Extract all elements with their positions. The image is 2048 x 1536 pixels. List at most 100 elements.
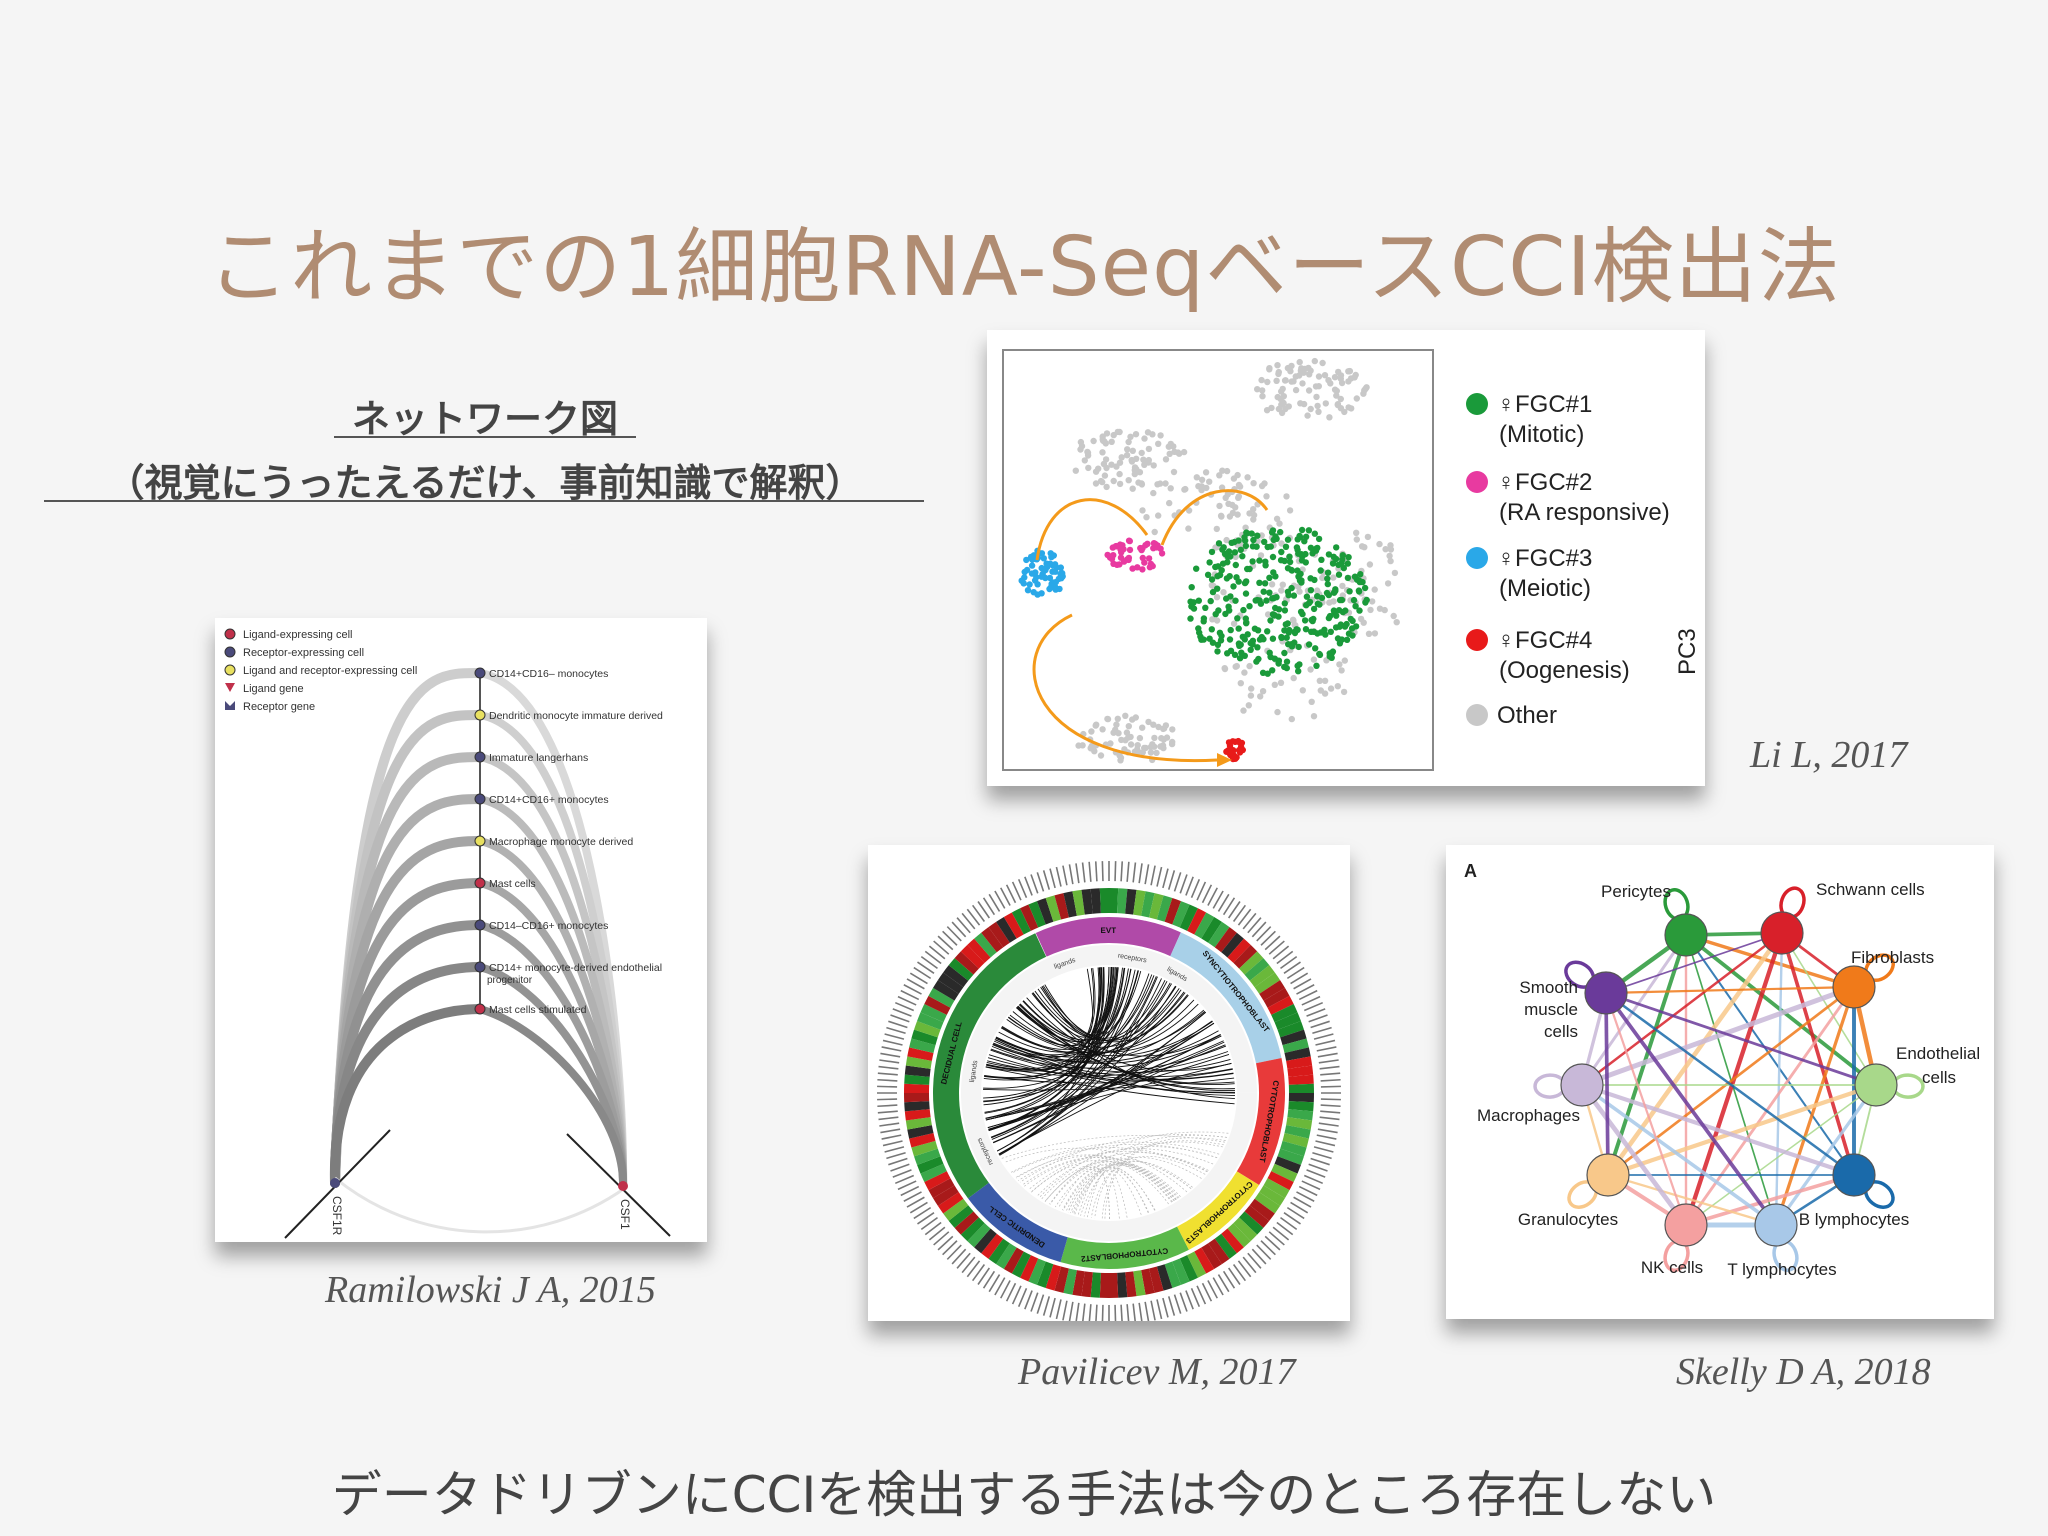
cell-point	[1212, 563, 1219, 571]
gene-label-tick	[917, 1212, 935, 1225]
cell-point	[1215, 540, 1223, 547]
heatmap-cell	[1277, 1020, 1304, 1038]
heatmap-cell	[1287, 1109, 1314, 1121]
chord	[985, 967, 1125, 1121]
cell-point	[1166, 450, 1173, 457]
chord	[1015, 1143, 1218, 1179]
cell-point	[1340, 564, 1347, 572]
interaction-edge	[1581, 932, 1783, 1086]
heatmap-cell	[1288, 1083, 1314, 1093]
chord	[985, 1066, 1235, 1105]
cell-point	[1116, 470, 1123, 478]
gene-label-tick	[1132, 1303, 1137, 1324]
cell-point	[1290, 592, 1298, 599]
heatmap-cell	[988, 921, 1010, 948]
cell-type-node	[1664, 1203, 1708, 1247]
cell-point	[1278, 548, 1285, 556]
cell-point	[1117, 554, 1125, 561]
cell-point	[1244, 530, 1251, 537]
gene-label-tick	[928, 1226, 946, 1241]
citation-skelly: Skelly D A, 2018	[1676, 1351, 1931, 1393]
heatmap-cell	[1239, 1211, 1264, 1235]
cell-point	[1072, 467, 1079, 474]
cell-point	[1232, 561, 1239, 569]
cell-point	[1216, 472, 1223, 479]
cell-point	[1103, 464, 1110, 472]
cell-point	[1139, 554, 1146, 562]
gene-label-tick	[1017, 878, 1028, 899]
gene-label-tick	[1308, 1014, 1328, 1023]
trajectory-arc-1	[1035, 498, 1149, 561]
chord	[1019, 1134, 1227, 1183]
cell-point	[1346, 588, 1353, 595]
heatmap-cell	[1254, 1192, 1281, 1214]
cell-point	[1340, 688, 1348, 696]
chord	[990, 1035, 1222, 1069]
cell-point	[1305, 387, 1313, 394]
cell-point	[1128, 456, 1135, 464]
heatmap-cell	[1239, 951, 1264, 975]
cell-point	[1103, 483, 1110, 491]
heatmap-cell	[1233, 1217, 1258, 1242]
cell-point	[1118, 454, 1125, 461]
receptor-arc	[478, 1005, 628, 1187]
interaction-edge	[1581, 984, 1855, 1088]
cell-point	[1206, 478, 1213, 485]
cell-point	[1381, 606, 1388, 614]
cell-point	[1349, 617, 1356, 625]
cell-point	[1030, 552, 1038, 559]
cell-point	[1129, 485, 1136, 492]
cell-point	[1108, 555, 1116, 563]
cell-point	[1142, 542, 1149, 549]
cell-point	[1227, 626, 1234, 634]
cell-point	[1212, 544, 1219, 551]
gene-label-tick	[1055, 1299, 1062, 1320]
cell-point	[1295, 668, 1302, 675]
chord	[1037, 988, 1180, 1042]
chord	[990, 969, 1136, 1138]
cell-point	[1138, 449, 1145, 457]
gene-label-tick	[961, 1256, 976, 1274]
cell-point	[1327, 685, 1335, 692]
gene-label-tick	[1062, 865, 1068, 886]
cell-label: Immature langerhans	[489, 752, 588, 764]
trajectory-arc-2	[1160, 489, 1269, 546]
cell-point	[1288, 715, 1295, 723]
legend-label: Ligand gene	[243, 683, 304, 695]
cell-point	[1352, 371, 1359, 379]
cell-point	[1085, 464, 1092, 472]
heatmap-cell	[1054, 1266, 1069, 1293]
cell-point	[1281, 600, 1288, 607]
slide-footer: データドリブンにCCIを検出する手法は今のところ存在しない	[331, 1466, 1717, 1524]
cell-point	[1302, 550, 1309, 558]
gene-label-tick	[1088, 861, 1092, 882]
cell-point	[1338, 667, 1345, 674]
cell-point	[1169, 738, 1176, 746]
cell-point	[1369, 598, 1376, 605]
cell-point	[1367, 606, 1374, 614]
gene-label-tick	[1144, 1301, 1150, 1322]
gene-label-tick	[909, 972, 928, 985]
cell-point	[1254, 386, 1261, 393]
heatmap-cell	[1214, 1233, 1237, 1259]
cell-point	[1253, 658, 1260, 665]
heatmap-cell	[1054, 893, 1069, 920]
cell-point	[1155, 723, 1162, 731]
cell-point	[1230, 620, 1238, 627]
cell-point	[1092, 722, 1099, 729]
heatmap-cell	[1125, 888, 1137, 915]
gene-label-tick	[1280, 955, 1298, 970]
legend-title: ♀FGC#4	[1497, 627, 1592, 654]
interaction-edge	[1685, 1173, 1855, 1227]
chord	[1083, 1168, 1149, 1217]
cell-point	[1154, 542, 1161, 549]
cell-point	[1257, 552, 1265, 559]
cell-point	[1266, 589, 1273, 596]
cell-point	[1292, 373, 1299, 380]
cell-point	[1154, 481, 1161, 488]
cell-point	[1052, 568, 1059, 575]
cell-point	[1252, 597, 1259, 604]
heatmap-cell	[909, 1038, 936, 1053]
